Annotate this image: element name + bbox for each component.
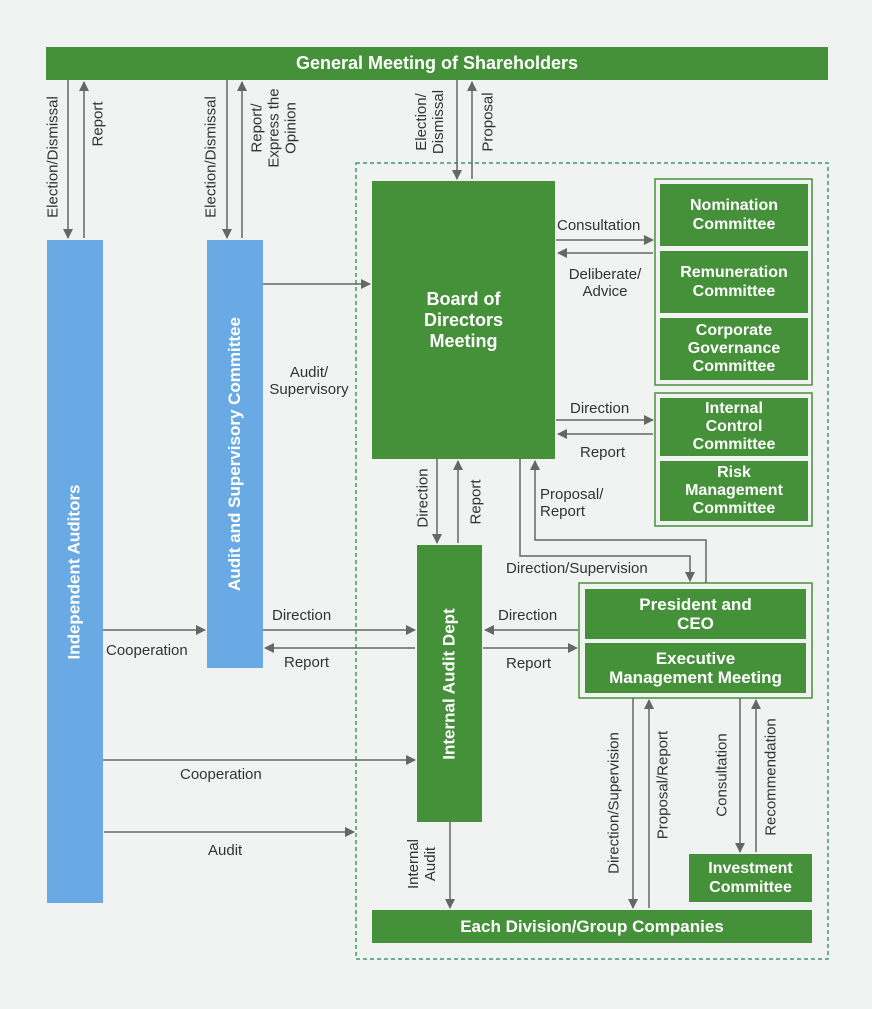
president-box: President and CEO (585, 589, 806, 639)
label-report-iad: Report (467, 479, 485, 525)
internal-audit-label: Internal Audit Dept (439, 607, 459, 760)
label-cooperation-1: Cooperation (106, 642, 188, 659)
arrow-direction-supervision (519, 459, 695, 582)
nomination-box: Nomination Committee (660, 184, 808, 246)
label-exec-direction-supervision: Direction/Supervision (605, 732, 623, 874)
president-group-border (578, 582, 813, 699)
internal-control-box: Internal Control Committee (660, 398, 808, 456)
label-audit: Audit (208, 842, 243, 859)
investment-box: Investment Committee (689, 854, 812, 902)
label-exec-proposal-report: Proposal/Report (654, 730, 672, 840)
independent-auditors-label: Independent Auditors (65, 483, 84, 660)
management-group-border (355, 162, 829, 960)
control-group-border (654, 392, 813, 527)
label-audit-supervisory: Audit/ Supervisory (269, 364, 349, 398)
shareholders-box: General Meeting of Shareholders (46, 47, 828, 80)
label-report-pres: Report (506, 655, 552, 672)
internal-audit-box: Internal Audit Dept (417, 545, 482, 822)
board-box: Board of Directors Meeting (372, 181, 555, 459)
audit-supervisory-committee-label: Audit and Supervisory Committee (225, 317, 244, 591)
label-internal-audit: Internal Audit (405, 838, 439, 890)
audit-supervisory-committee-box: Audit and Supervisory Committee (207, 240, 263, 668)
label-cooperation-2: Cooperation (180, 766, 262, 783)
label-direction-supervision: Direction/Supervision (506, 560, 648, 577)
label-asc-election: Election/Dismissal (202, 96, 220, 218)
divisions-box: Each Division/Group Companies (372, 910, 812, 943)
label-direction-pres: Direction (498, 607, 558, 624)
label-ia-report: Report (89, 101, 107, 147)
committee-group-border (654, 178, 813, 386)
label-board-proposal: Proposal (479, 92, 497, 152)
executive-box: Executive Management Meeting (585, 643, 806, 693)
label-consultation-inv: Consultation (713, 733, 731, 817)
label-report-ic: Report (580, 444, 626, 461)
remuneration-box: Remuneration Committee (660, 251, 808, 313)
label-direction-iad: Direction (414, 468, 432, 528)
label-ia-election: Election/Dismissal (44, 96, 62, 218)
label-report-asc: Report (284, 654, 330, 671)
label-deliberate: Deliberate/ Advice (568, 266, 642, 300)
label-board-election: Election/ Dismissal (413, 89, 447, 155)
label-asc-report: Report/ Express the Opinion (248, 88, 300, 168)
label-recommendation: Recommendation (762, 718, 780, 836)
arrow-proposal-report (530, 460, 707, 583)
label-proposal-report: Proposal/ Report (540, 486, 604, 520)
label-consultation: Consultation (557, 217, 641, 234)
risk-management-box: Risk Management Committee (660, 461, 808, 521)
independent-auditors-box: Independent Auditors (47, 240, 103, 903)
label-direction-ic: Direction (570, 400, 630, 417)
label-direction-asc: Direction (272, 607, 332, 624)
governance-box: Corporate Governance Committee (660, 318, 808, 380)
